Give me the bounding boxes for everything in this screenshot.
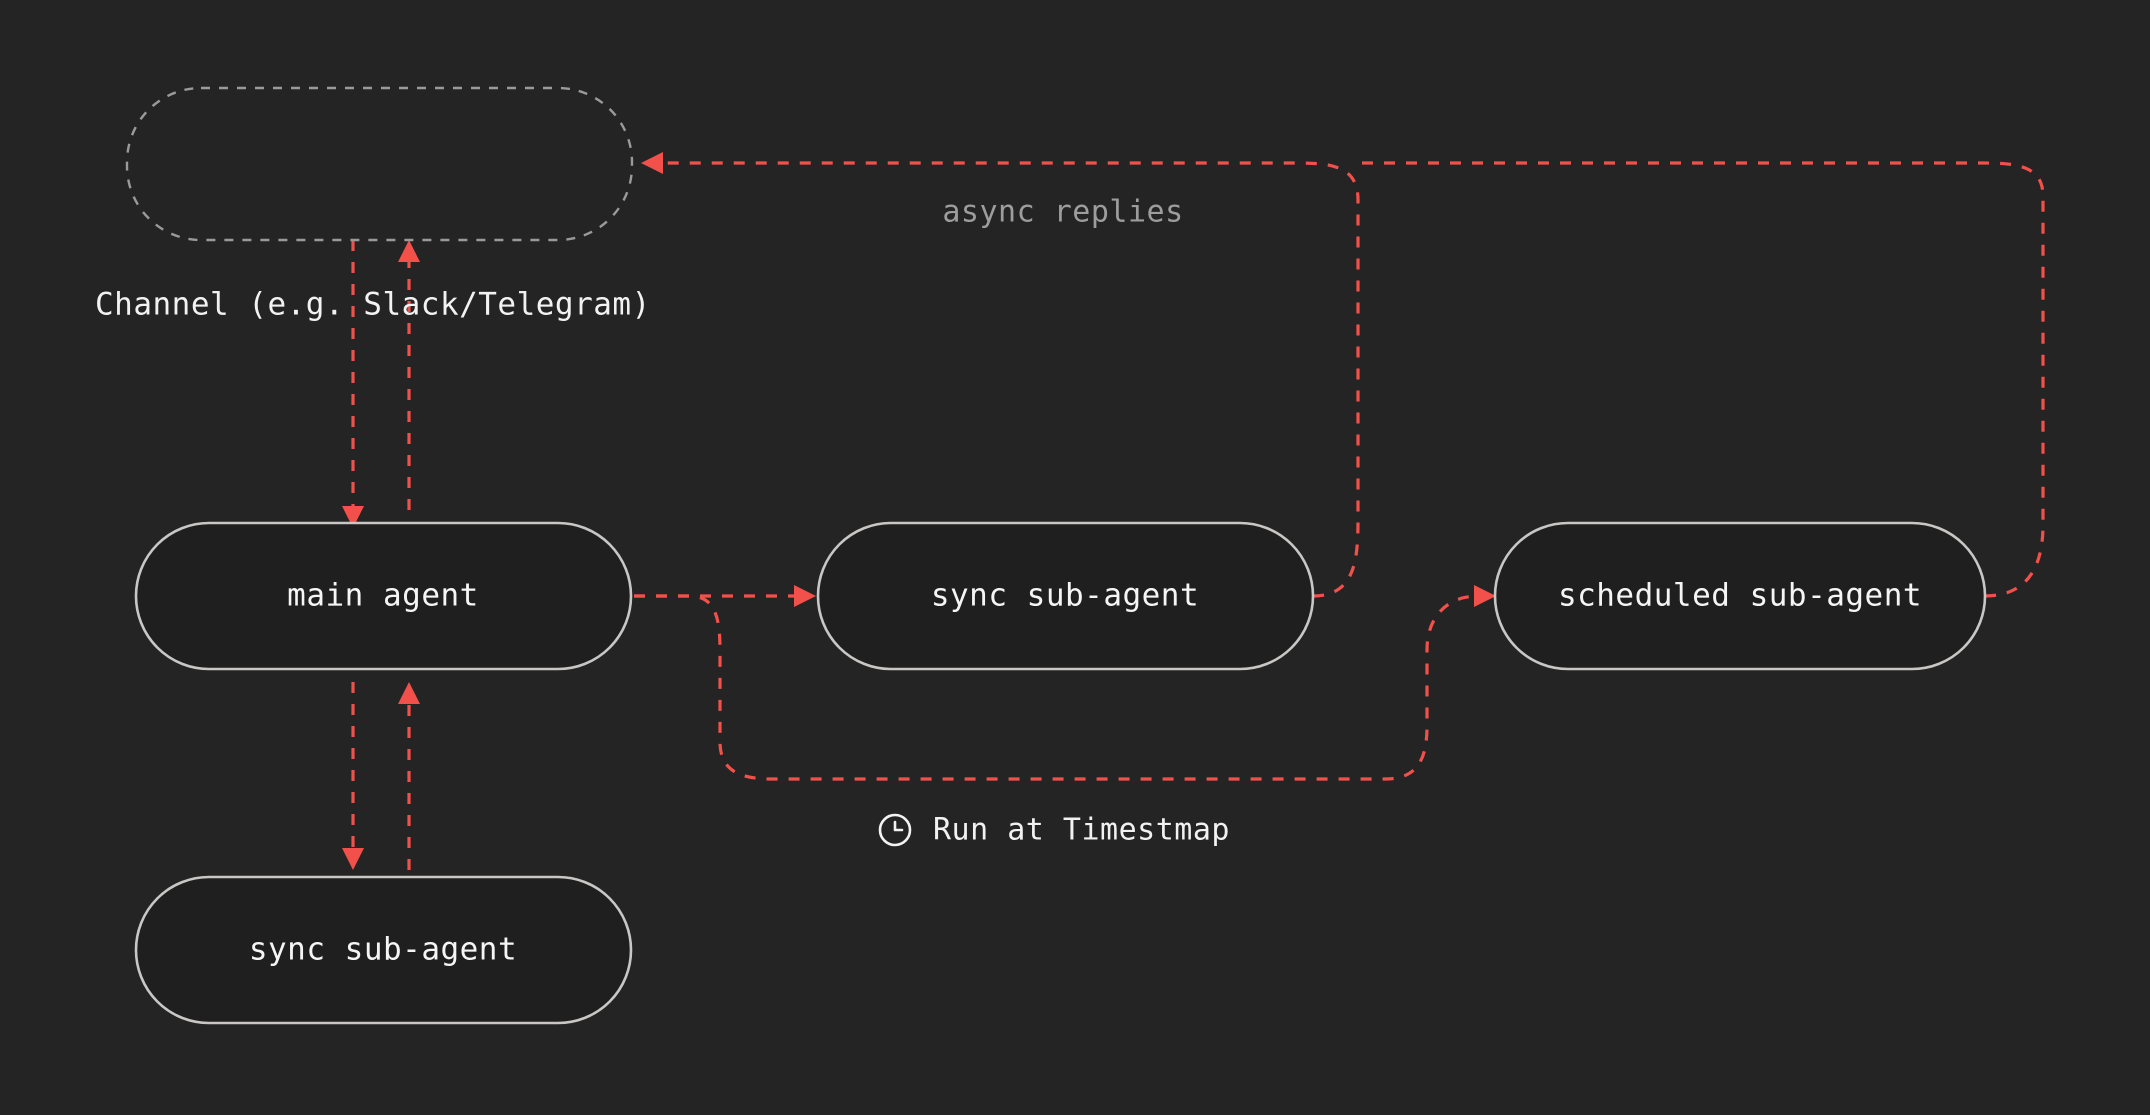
node-sync-sub-agent-top-label: sync sub-agent [931, 578, 1199, 614]
edge-main-to-sync-bottom [342, 682, 364, 870]
edge-channel-to-main [342, 240, 364, 528]
node-scheduled-sub-agent-label: scheduled sub-agent [1558, 578, 1922, 614]
node-sync-sub-agent-top-shape [816, 521, 1315, 671]
node-main-agent[interactable]: main agent [134, 521, 633, 671]
node-channel[interactable] [125, 86, 634, 242]
node-sync-sub-agent-bottom-shape [134, 875, 633, 1025]
edge-label-async-replies: async replies [942, 195, 1183, 230]
node-sync-sub-agent-bottom[interactable]: sync sub-agent [134, 875, 633, 1025]
clock-icon [878, 813, 912, 847]
channel-caption: Channel (e.g. Slack/Telegram) [95, 287, 651, 323]
edge-main-to-scheduled [634, 585, 1496, 781]
node-scheduled-sub-agent[interactable]: scheduled sub-agent [1493, 521, 1987, 671]
channel-container-outline [125, 86, 634, 242]
node-scheduled-sub-agent-shape [1493, 521, 1987, 671]
edge-scheduled-to-channel [1360, 161, 2045, 598]
node-main-agent-label: main agent [287, 578, 479, 614]
edge-sync-top-to-channel [641, 152, 1360, 598]
node-main-agent-shape [134, 521, 633, 671]
edge-label-run-at-timestamp: Run at Timestmap [933, 813, 1230, 848]
edge-label-run-at-timestamp-group: Run at Timestmap [878, 813, 1230, 848]
edge-sync-bottom-to-main [398, 682, 420, 870]
edge-main-to-channel [398, 240, 420, 510]
node-sync-sub-agent-top[interactable]: sync sub-agent [816, 521, 1315, 671]
node-sync-sub-agent-bottom-label: sync sub-agent [249, 932, 517, 968]
